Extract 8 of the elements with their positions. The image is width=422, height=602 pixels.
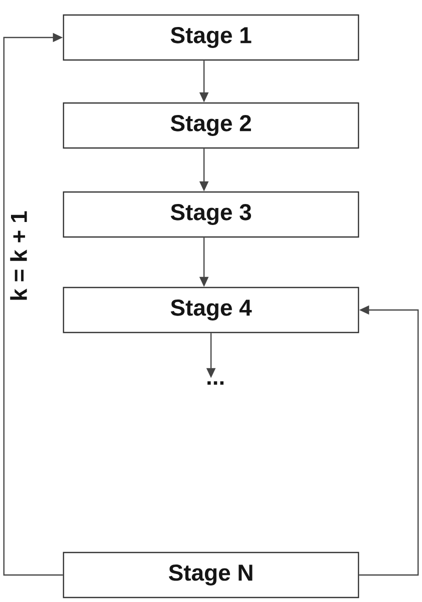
- process-box: Stage 2: [62, 102, 360, 149]
- process-box: Stage 3: [62, 191, 360, 238]
- process-box: Stage 1: [62, 14, 360, 61]
- process-box: Stage N: [62, 552, 360, 598]
- edge-label: k = k + 1: [9, 210, 28, 302]
- ellipsis: ...: [207, 381, 224, 385]
- process-box: Stage 4: [62, 286, 360, 334]
- arrow: [3, 32, 63, 576]
